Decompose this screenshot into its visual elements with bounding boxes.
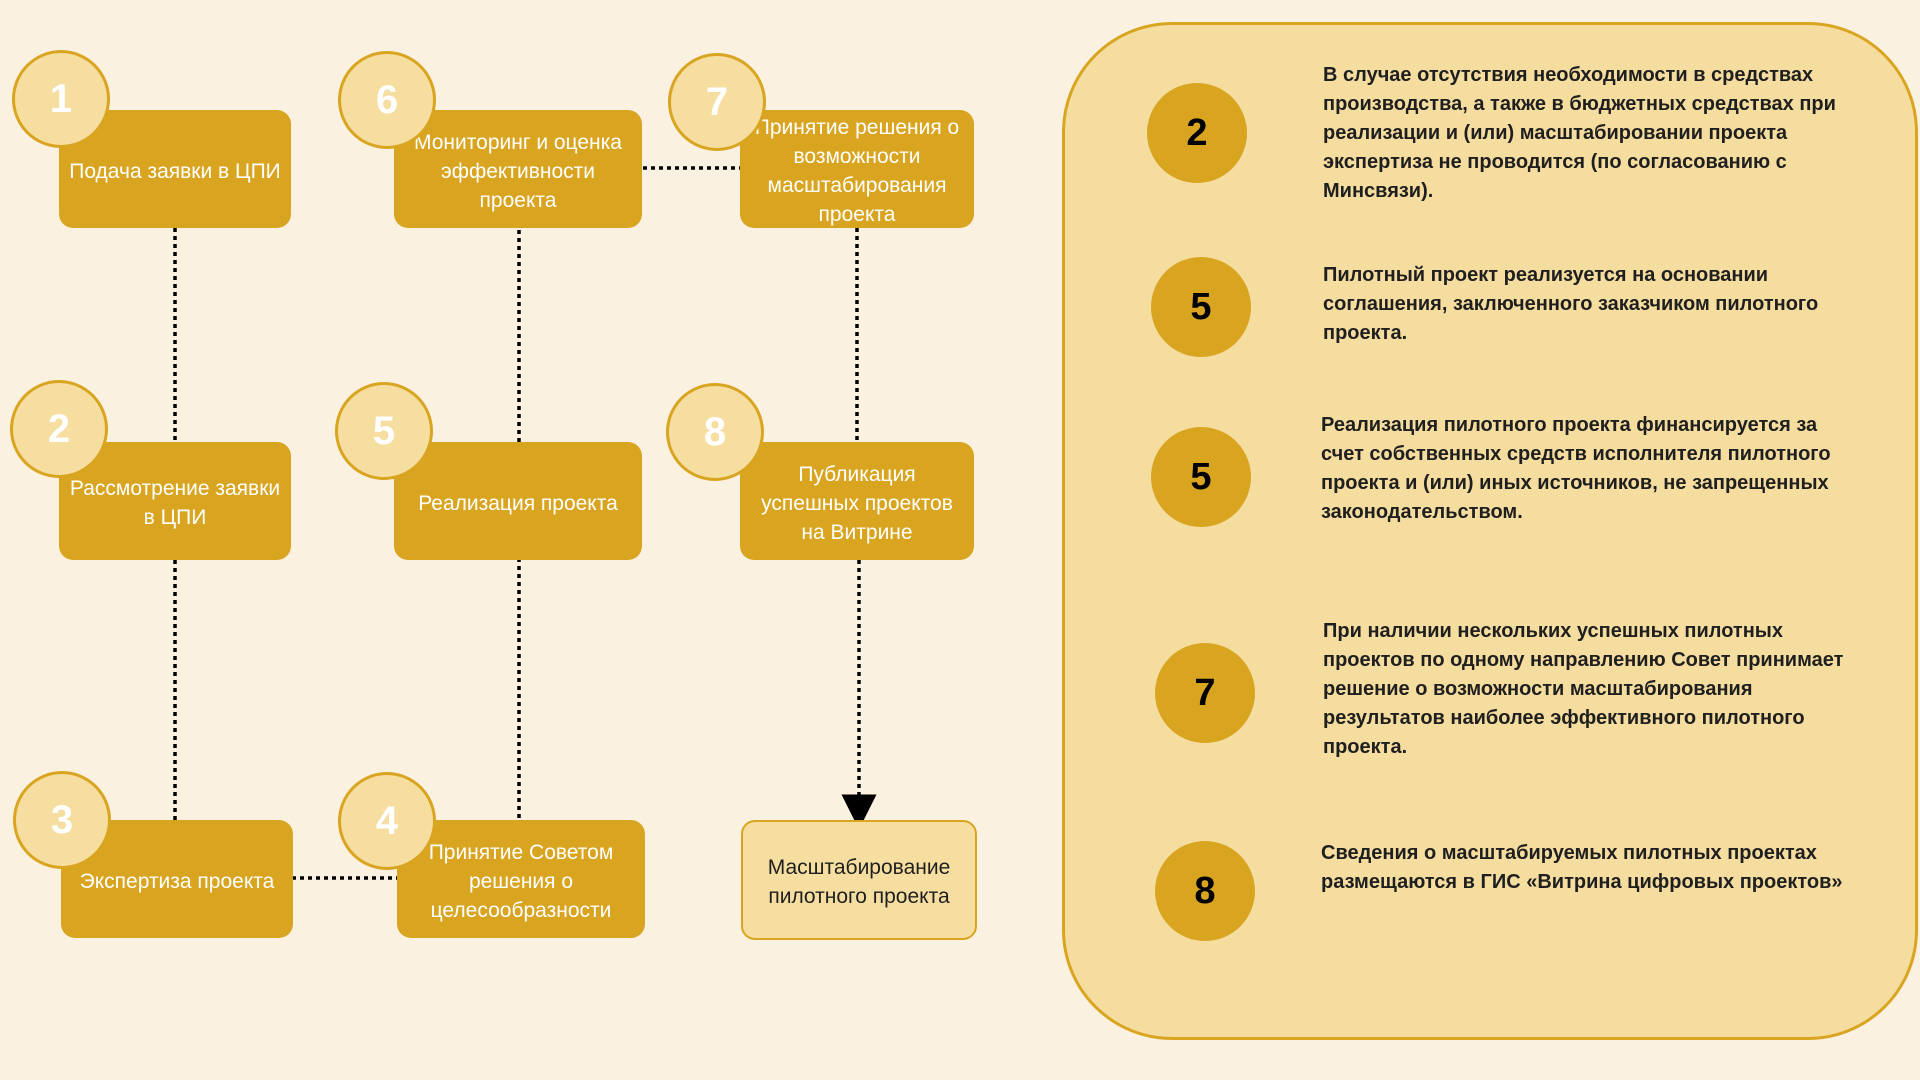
step-number-4: 4: [338, 772, 436, 870]
note-number-3: 5: [1151, 427, 1251, 527]
step-label-6: Мониторинг и оценка эффективности проект…: [414, 130, 622, 212]
note-number-2: 5: [1151, 257, 1251, 357]
step-label-2: Рассмотрение заявки в ЦПИ: [69, 477, 281, 529]
step-label-5: Реализация проекта: [418, 491, 618, 515]
step-box-8: Публикация успешных проектов на Витрине: [740, 442, 974, 560]
final-step-label: Масштабирование пилотного проекта: [767, 856, 951, 908]
step-label-1: Подача заявки в ЦПИ: [69, 159, 281, 183]
step-number-1: 1: [12, 50, 110, 148]
note-number-1: 2: [1147, 83, 1247, 183]
notes-panel: 2 В случае отсутствия необходимости в ср…: [1062, 22, 1918, 1040]
step-label-4: Принятие Советом решения о целесообразно…: [428, 840, 614, 922]
note-number-5: 8: [1155, 841, 1255, 941]
step-number-6: 6: [338, 51, 436, 149]
step-label-3: Экспертиза проекта: [79, 869, 275, 893]
step-box-6: Мониторинг и оценка эффективности проект…: [394, 110, 642, 228]
step-box-7: Принятие решения о возможности масштабир…: [740, 110, 974, 228]
step-box-2: Рассмотрение заявки в ЦПИ: [59, 442, 291, 560]
step-number-7: 7: [668, 53, 766, 151]
step-number-2: 2: [10, 380, 108, 478]
step-number-5: 5: [335, 382, 433, 480]
step-label-7: Принятие решения о возможности масштабир…: [754, 116, 960, 226]
note-text-2: Пилотный проект реализуется на основании…: [1323, 264, 1819, 344]
note-text-1: В случае отсутствия необходимости в сред…: [1323, 64, 1836, 202]
step-box-4: Принятие Советом решения о целесообразно…: [397, 820, 645, 938]
note-text-4: При наличии нескольких успешных пилотных…: [1323, 620, 1844, 758]
step-number-3: 3: [13, 771, 111, 869]
step-label-8: Публикация успешных проектов на Витрине: [761, 462, 953, 544]
note-text-5: Сведения о масштабируемых пилотных проек…: [1321, 842, 1843, 893]
final-step-box: Масштабирование пилотного проекта: [741, 820, 977, 940]
step-number-8: 8: [666, 383, 764, 481]
note-number-4: 7: [1155, 643, 1255, 743]
note-text-3: Реализация пилотного проекта финансирует…: [1321, 414, 1831, 523]
step-box-5: Реализация проекта: [394, 442, 642, 560]
